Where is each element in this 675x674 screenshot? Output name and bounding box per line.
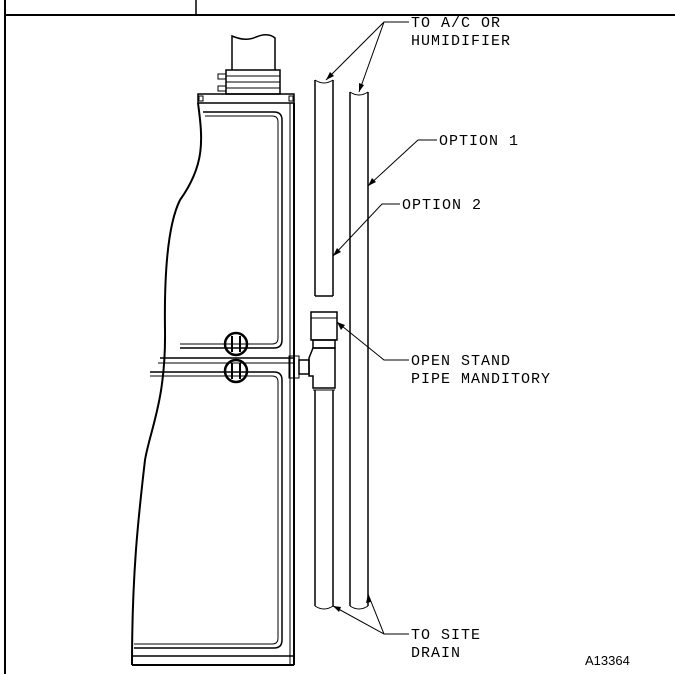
lower-door-panel (134, 371, 283, 649)
lower-drain-pipe (314, 390, 334, 610)
label-site-drain-line2: DRAIN (411, 645, 461, 662)
option-2-pipe (314, 79, 334, 297)
label-option-1: OPTION 1 (439, 133, 519, 150)
lower-door-knob-icon (223, 358, 249, 384)
label-open-stand-line1: OPEN STAND (411, 353, 511, 370)
label-to-ac-line1: TO A/C OR (411, 15, 501, 32)
diagram-frame (4, 0, 675, 674)
leader-lines (325, 21, 437, 635)
furnace (131, 34, 295, 666)
upper-door-panel (180, 111, 283, 349)
tee-fitting (308, 311, 338, 391)
flue-pipe (231, 34, 276, 70)
label-to-ac-line2: HUMIDIFIER (411, 33, 511, 50)
flue-collar (217, 69, 281, 95)
furnace-top-plate (197, 93, 295, 104)
label-open-stand-line2: PIPE MANDITORY (411, 371, 551, 388)
upper-door-knob-icon (223, 331, 249, 357)
figure-id: A13364 (585, 653, 630, 668)
label-site-drain-line1: TO SITE (411, 627, 481, 644)
drain-fitting (288, 355, 310, 379)
furnace-cutaway-edge (131, 102, 203, 666)
option-1-pipe (349, 91, 369, 610)
label-option-2: OPTION 2 (402, 197, 482, 214)
